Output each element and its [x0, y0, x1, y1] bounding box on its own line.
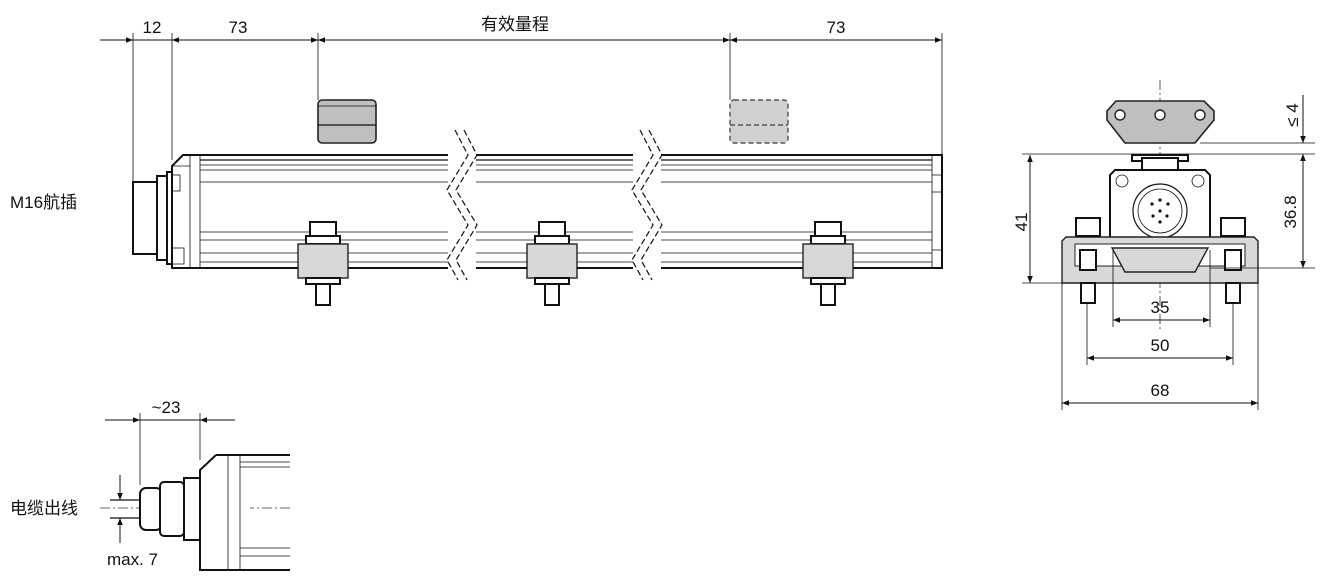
top-dimension-chain: 12 73 有效量程 73: [100, 15, 943, 182]
mounting-clamp-2: [526, 221, 578, 306]
m16-connector: M16航插: [10, 171, 176, 265]
dim-cable-diameter: max. 7: [107, 550, 158, 569]
magnet-carriage-start: [317, 99, 377, 144]
dim-width-body: 35: [1151, 298, 1170, 317]
mounting-clamp-3: [802, 221, 854, 306]
dim-left-offset: 73: [229, 18, 248, 37]
dim-width-total: 68: [1151, 381, 1170, 400]
dim-height-body: 36.8: [1281, 195, 1300, 228]
dim-gland-length: ~23: [152, 398, 181, 417]
dim-height-total: 41: [1012, 213, 1031, 232]
mounting-clamp-1: [297, 221, 349, 306]
dim-connector-length: 12: [143, 18, 162, 37]
dim-right-offset: 73: [827, 18, 846, 37]
magnet-carriage-end-dashed: [729, 99, 789, 144]
dim-effective-range: 有效量程: [481, 15, 549, 34]
front-view: 12 73 有效量程 73 M16航插: [10, 15, 943, 306]
break-mark-1: [446, 129, 478, 281]
break-mark-2: [631, 129, 663, 281]
cable-label: 电缆出线: [10, 499, 78, 518]
dim-bracket-gap: ≤ 4: [1283, 103, 1302, 127]
dim-width-holes: 50: [1151, 336, 1170, 355]
bolt-left: [1075, 217, 1101, 304]
bolt-right: [1220, 217, 1246, 304]
end-view: 41 ≤ 4 36.8 35 50 68: [1012, 80, 1315, 410]
connector-label: M16航插: [10, 193, 77, 212]
end-housing: [1109, 154, 1211, 264]
base-rail: [1061, 236, 1259, 284]
magnet-bracket: [1106, 100, 1215, 144]
cable-outlet-detail: ~23 电缆出线 max. 7: [10, 398, 290, 571]
